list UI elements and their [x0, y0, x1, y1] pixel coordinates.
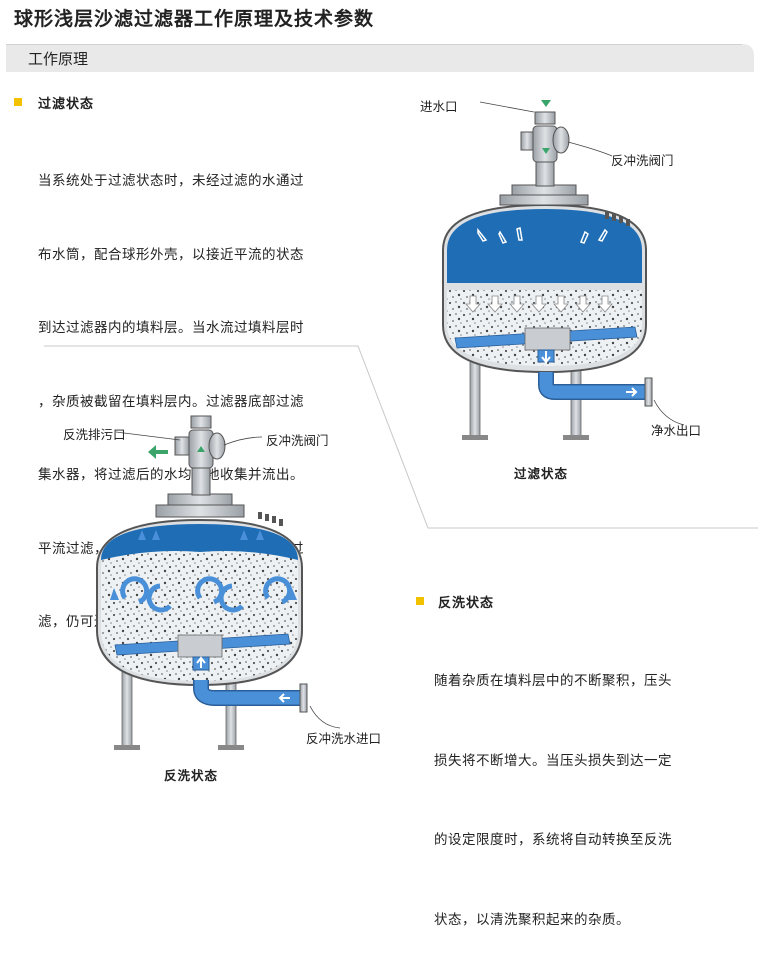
backwash-caption: 反洗状态 — [164, 765, 218, 784]
label-backwash-water-inlet: 反冲洗水进口 — [306, 728, 381, 747]
backwash-line: 随着杂质在填料层中的不断聚积，压头 — [434, 668, 672, 695]
backwash-tank — [97, 416, 340, 750]
filtering-tank — [443, 88, 684, 440]
label-backwash-drain: 反洗排污口 — [63, 424, 126, 443]
label-backwash-valve-2: 反冲洗阀门 — [266, 430, 329, 449]
backwash-heading: 反洗状态 — [438, 592, 494, 611]
label-backwash-valve: 反冲洗阀门 — [611, 150, 674, 169]
backwash-description: 随着杂质在填料层中的不断聚积，压头 损失将不断增大。当压头损失到达一定 的设定限… — [434, 615, 672, 960]
backwash-line: 的设定限度时，系统将自动转换至反洗 — [434, 827, 672, 854]
filtering-caption: 过滤状态 — [514, 463, 568, 482]
backwash-line: 损失将不断增大。当压头损失到达一定 — [434, 748, 672, 775]
backwash-bullet — [416, 597, 424, 605]
backwash-line: 状态，以清洗聚积起来的杂质。 — [434, 907, 672, 934]
label-clean-water-outlet: 净水出口 — [651, 420, 701, 439]
label-inlet: 进水口 — [420, 96, 458, 115]
